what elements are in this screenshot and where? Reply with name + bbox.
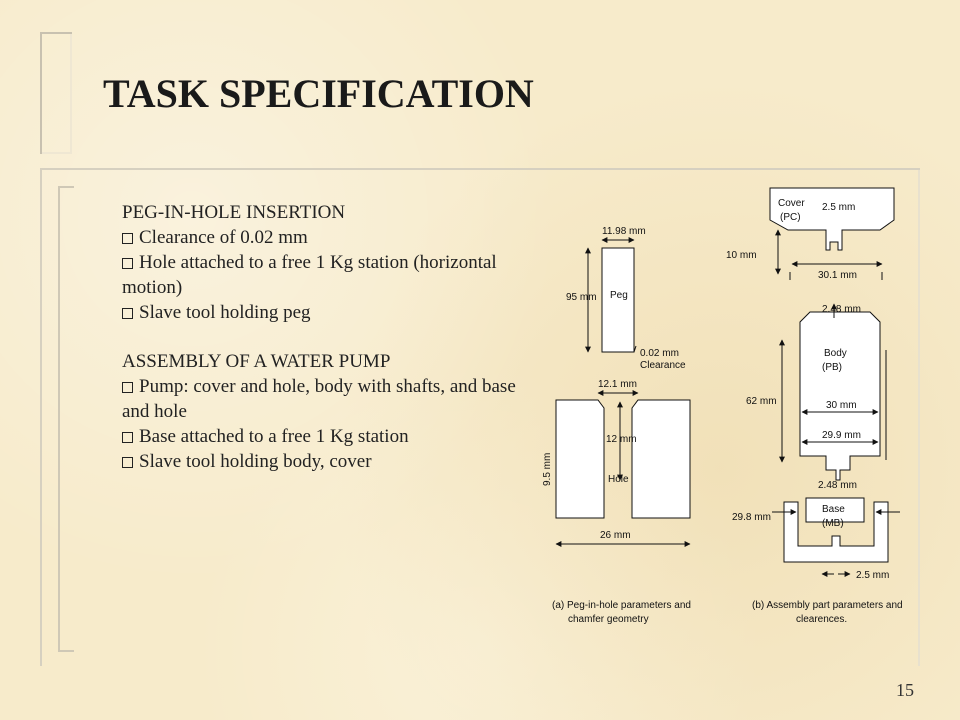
base-shape — [783, 501, 889, 563]
pump-bullet-1: Pump: cover and hole, body with shafts, … — [122, 374, 522, 424]
pump-heading: ASSEMBLY OF A WATER PUMP — [122, 351, 391, 372]
base-bottom-label: 2.5 mm — [856, 570, 889, 581]
body-code: (PB) — [822, 362, 842, 373]
slide-title: TASK SPECIFICATION — [103, 71, 534, 116]
peg-heading: PEG-IN-HOLE INSERTION — [122, 202, 346, 223]
cover-width-label: 30.1 mm — [818, 270, 857, 281]
checkbox-bullet-icon — [122, 457, 133, 468]
body-shape — [799, 311, 881, 481]
peg-bullet-3: Slave tool holding peg — [122, 300, 522, 325]
content-frame — [40, 168, 920, 666]
peg-shape — [601, 247, 635, 353]
body-label: Body — [824, 348, 847, 359]
pump-bullet-3: Slave tool holding body, cover — [122, 449, 522, 474]
base-label: Base — [822, 504, 845, 515]
caption-a-line2: chamfer geometry — [568, 614, 649, 625]
cover-height-label: 10 mm — [726, 250, 757, 261]
hole-width-label: 26 mm — [600, 530, 631, 541]
base-code: (MB) — [822, 518, 844, 529]
hole-inner-label: 12 mm — [606, 434, 637, 445]
content-accent-bar — [58, 186, 74, 652]
pump-bullet-2: Base attached to a free 1 Kg station — [122, 424, 522, 449]
caption-a-line1: (a) Peg-in-hole parameters and — [552, 600, 691, 611]
bullet-text: Pump: cover and hole, body with shafts, … — [122, 376, 516, 422]
cover-top-label: 2.5 mm — [822, 202, 855, 213]
bullet-text: Slave tool holding body, cover — [139, 451, 372, 472]
hole-right-wall — [631, 399, 691, 519]
technical-diagrams: 11.98 mm Peg 95 mm 0.02 mm Clearance 12.… — [542, 187, 903, 625]
peg-label: Peg — [610, 290, 628, 301]
hole-depth-label: 9.5 mm — [542, 453, 553, 486]
checkbox-bullet-icon — [122, 233, 133, 244]
cover-label: Cover — [778, 198, 805, 209]
peg-height-label: 95 mm — [566, 292, 597, 303]
checkbox-bullet-icon — [122, 258, 133, 269]
hole-left-wall — [555, 399, 605, 519]
figure-b-assembly — [769, 187, 900, 577]
bullet-text: Hole attached to a free 1 Kg station (ho… — [122, 252, 497, 298]
body-width2-label: 29.9 mm — [822, 430, 861, 441]
body-width1-label: 30 mm — [826, 400, 857, 411]
body-bottom-label: 2.48 mm — [818, 480, 857, 491]
text-block: PEG-IN-HOLE INSERTION Clearance of 0.02 … — [122, 200, 522, 474]
body-height-label: 62 mm — [746, 396, 777, 407]
bullet-text: Base attached to a free 1 Kg station — [139, 426, 409, 447]
body-top-label: 2.48 mm — [822, 304, 861, 315]
checkbox-bullet-icon — [122, 308, 133, 319]
peg-bullet-1: Clearance of 0.02 mm — [122, 225, 522, 250]
peg-width-label: 11.98 mm — [602, 226, 646, 237]
title-accent-bar — [40, 32, 72, 154]
checkbox-bullet-icon — [122, 432, 133, 443]
bullet-text: Clearance of 0.02 mm — [139, 227, 308, 248]
bullet-text: Slave tool holding peg — [139, 302, 311, 323]
caption-b-line2: clearences. — [796, 614, 847, 625]
hole-label: Hole — [608, 474, 629, 485]
clearance-label: Clearance — [640, 360, 686, 371]
base-width-label: 29.8 mm — [732, 512, 771, 523]
caption-b-line1: (b) Assembly part parameters and — [752, 600, 903, 611]
cover-shape — [769, 187, 895, 251]
page-number: 15 — [896, 680, 914, 700]
clearance-value: 0.02 mm — [640, 348, 679, 359]
checkbox-bullet-icon — [122, 382, 133, 393]
figure-a-peg-hole — [555, 237, 691, 547]
peg-bullet-2: Hole attached to a free 1 Kg station (ho… — [122, 250, 522, 300]
hole-gap-label: 12.1 mm — [598, 379, 637, 390]
cover-code: (PC) — [780, 212, 801, 223]
